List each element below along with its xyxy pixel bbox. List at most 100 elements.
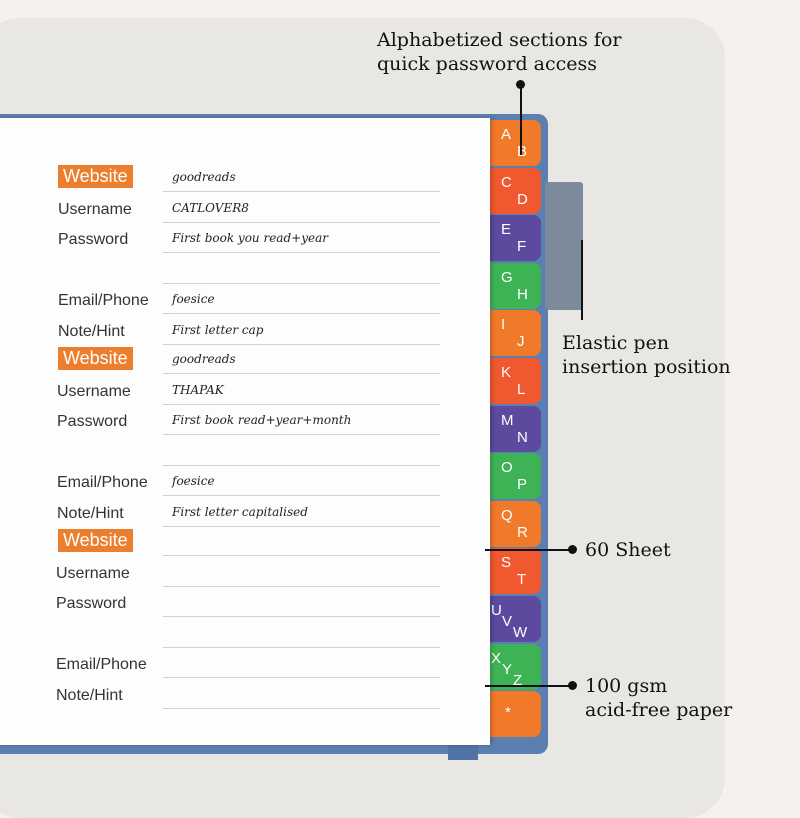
tab-letter: U — [491, 602, 502, 619]
note-label: Note/Hint — [57, 504, 124, 522]
tab-letter: D — [517, 190, 528, 208]
writing-line — [163, 646, 440, 648]
password-value[interactable]: First book you read+year — [172, 231, 328, 245]
bookmark-strap — [448, 742, 478, 760]
writing-line — [163, 252, 440, 253]
username-value[interactable]: THAPAK — [172, 382, 224, 397]
writing-line — [163, 525, 440, 527]
tab-letter: P — [517, 476, 528, 494]
annotation-line: insertion position — [562, 356, 731, 378]
writing-line — [163, 403, 440, 405]
tab-letter: S — [501, 554, 512, 572]
tab-letter: O — [501, 459, 513, 477]
tab-letter: G — [501, 268, 513, 286]
writing-line — [163, 585, 440, 587]
password-label: Password — [58, 231, 129, 248]
writing-line — [163, 282, 440, 284]
annotation-line: quick password access — [377, 53, 598, 75]
pointer-line — [485, 549, 573, 551]
tab-letter: T — [517, 571, 527, 589]
email-value[interactable]: foesice — [172, 474, 215, 488]
website-label: Website — [58, 165, 133, 188]
field-username: Username CATLOVER8 — [0, 199, 440, 223]
annotation-line: 100 gsm — [585, 675, 668, 697]
email-label: Email/Phone — [56, 656, 147, 673]
website-value[interactable]: goodreads — [172, 170, 236, 184]
note-value[interactable]: First letter capitalised — [172, 504, 308, 519]
tab-misc[interactable]: * — [483, 691, 541, 738]
email-label: Email/Phone — [58, 292, 149, 309]
website-label: Website — [58, 347, 133, 370]
email-value[interactable]: foesice — [172, 292, 215, 306]
field-password: Password First book you read+year — [0, 229, 440, 253]
field-password: Password First book read+year+month — [0, 411, 440, 435]
username-value[interactable]: CATLOVER8 — [172, 200, 249, 215]
tab-letter: C — [501, 173, 512, 191]
field-email: Email/Phone foesice — [0, 290, 440, 314]
tab-letter: M — [501, 411, 514, 429]
tab-letter: I — [501, 316, 506, 334]
field-username: Username — [0, 563, 440, 587]
writing-line — [163, 555, 440, 556]
username-label: Username — [57, 382, 131, 400]
writing-line — [163, 373, 440, 374]
tab-letter: * — [505, 704, 511, 722]
tab-letter: H — [517, 285, 528, 303]
username-label: Username — [58, 200, 132, 218]
pointer-dot — [568, 545, 577, 554]
annotation-line: Elastic pen — [562, 332, 670, 354]
password-label: Password — [57, 413, 128, 430]
password-value[interactable]: First book read+year+month — [172, 413, 352, 427]
tab-letter: K — [501, 364, 512, 381]
annotation-line: acid-free paper — [585, 699, 733, 721]
blank-line — [0, 260, 440, 284]
field-email: Email/Phone foesice — [0, 472, 440, 496]
annotation-line: Alphabetized sections for — [377, 29, 622, 51]
elastic-pen-loop — [545, 182, 583, 310]
email-label: Email/Phone — [57, 474, 148, 491]
writing-line — [163, 677, 440, 678]
tab-letter: Z — [513, 671, 523, 689]
pointer-line — [581, 240, 583, 320]
tab-letter: W — [513, 624, 528, 641]
field-note: Note/Hint — [0, 685, 440, 709]
field-email: Email/Phone — [0, 654, 440, 678]
field-website: Website goodreads — [0, 347, 440, 374]
writing-line — [163, 313, 440, 314]
blank-line — [0, 624, 440, 648]
writing-line — [163, 616, 440, 617]
writing-line — [163, 221, 440, 223]
writing-line — [163, 464, 440, 466]
tab-letter: Y — [502, 660, 513, 678]
field-website: Website — [0, 529, 440, 556]
website-value[interactable]: goodreads — [172, 352, 236, 366]
tab-letter: R — [517, 523, 528, 541]
blank-line — [0, 442, 440, 466]
tab-letter: B — [517, 143, 528, 160]
writing-line — [163, 343, 440, 345]
username-label: Username — [56, 564, 130, 582]
note-value[interactable]: First letter cap — [172, 322, 264, 337]
writing-line — [163, 434, 440, 435]
pointer-line — [485, 685, 573, 687]
password-label: Password — [56, 595, 127, 612]
tab-letter: N — [517, 428, 528, 446]
tab-letter: E — [501, 221, 512, 239]
field-username: Username THAPAK — [0, 381, 440, 405]
